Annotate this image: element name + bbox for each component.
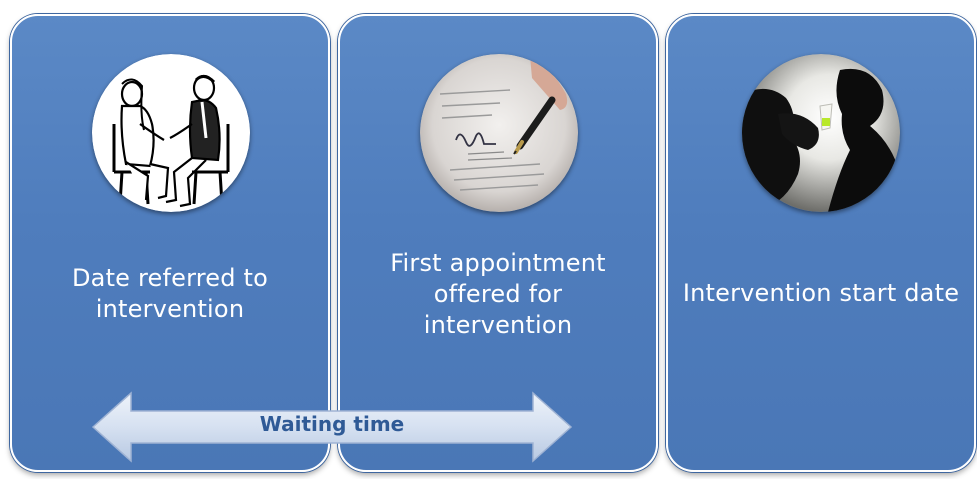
consultation-illustration-icon <box>92 54 250 212</box>
panel-caption-referral: Date referred to intervention <box>71 264 269 323</box>
waiting-time-arrow: Waiting time <box>91 391 573 463</box>
letter-signing-icon <box>420 54 578 212</box>
panel-referral: Date referred to intervention <box>10 14 330 472</box>
panel-first-appointment: First appointment offered for interventi… <box>338 14 658 472</box>
panel-caption-first-appointment: First appointment offered for interventi… <box>390 249 606 339</box>
double-arrow-shape <box>91 391 573 463</box>
waiting-time-label: Waiting time <box>259 412 405 436</box>
panel-intervention-start: Intervention start date <box>666 14 976 472</box>
panel-caption-intervention-start: Intervention start date <box>682 279 960 307</box>
drinking-silhouette-icon <box>742 54 900 212</box>
